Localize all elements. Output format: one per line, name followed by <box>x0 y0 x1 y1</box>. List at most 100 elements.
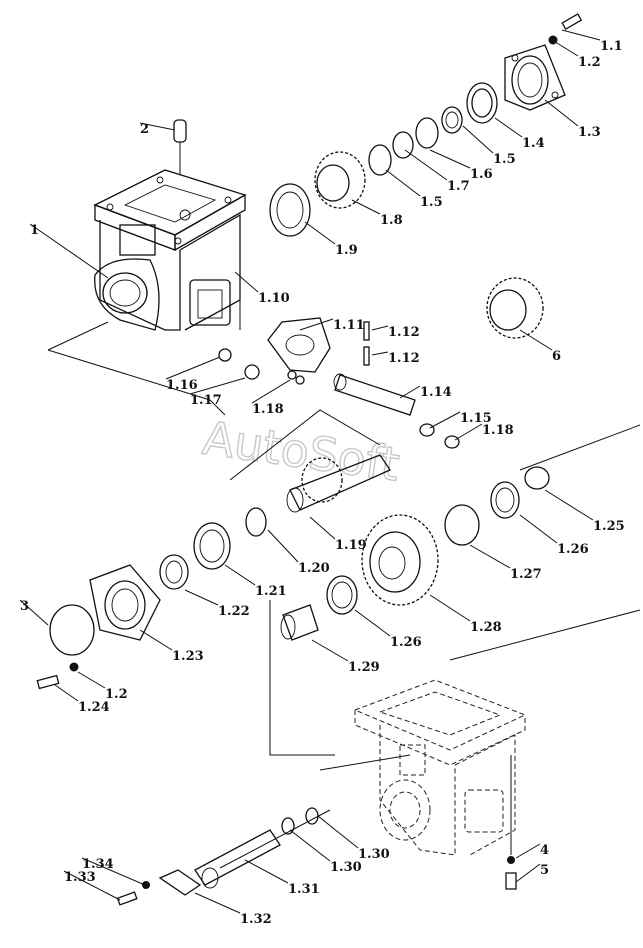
callout-c-1-8: 1.8 <box>380 213 403 228</box>
o-rings <box>281 807 319 835</box>
leader-line-c-1 <box>29 223 109 279</box>
callout-c-1-28: 1.28 <box>470 620 502 635</box>
leader-line-c-1-5b <box>385 169 421 197</box>
callout-c-2: 2 <box>140 122 149 137</box>
leader-line-c-1-7 <box>404 149 448 181</box>
leader-line-c-1-20 <box>267 529 299 563</box>
callout-c-1-10: 1.10 <box>258 291 290 306</box>
leader-line-c-1-33 <box>63 870 121 901</box>
small-fasteners <box>218 348 305 385</box>
leader-line-c-1-32 <box>194 892 241 914</box>
needle-bearing-upper-b <box>368 144 392 176</box>
leader-line-c-1-30b <box>289 829 331 862</box>
leader-line-c-1-31 <box>244 859 289 884</box>
retaining-plate <box>158 869 202 896</box>
callout-c-1-4: 1.4 <box>522 136 545 151</box>
leader-line-c-1-16a <box>165 356 221 380</box>
gearbox-housing-upper <box>93 169 247 331</box>
callout-c-1-32: 1.32 <box>240 912 272 927</box>
spacer-ring-upper <box>441 106 463 134</box>
callout-c-5: 5 <box>540 863 549 878</box>
callout-c-1-1: 1.1 <box>600 39 623 54</box>
callout-c-1-26a: 1.26 <box>557 542 589 557</box>
shift-shaft <box>333 373 416 416</box>
leader-line-c-1-23 <box>139 629 173 651</box>
callout-c-1-23: 1.23 <box>172 649 204 664</box>
leader-line-c-1-8 <box>351 199 381 215</box>
dowel-pin <box>173 119 187 175</box>
spare-gear <box>486 277 544 339</box>
leader-line-c-1-24 <box>54 684 79 702</box>
seal-left <box>159 554 189 590</box>
leader-line-c-1-4 <box>494 117 523 138</box>
callout-c-1-33: 1.33 <box>64 870 96 885</box>
leader-line-c-1-2b <box>77 671 106 689</box>
leader-line-c-1-12a <box>371 325 389 331</box>
callout-c-1-18a: 1.18 <box>252 402 284 417</box>
leader-line-c-5 <box>515 863 541 883</box>
callout-labels: 1.11.21.31.41.51.61.71.51.81.9211.1061.1… <box>19 29 625 927</box>
leader-line-c-1-6 <box>429 149 471 169</box>
callout-c-1-3: 1.3 <box>578 125 601 140</box>
callout-c-1-17: 1.17 <box>190 393 222 408</box>
leader-line-c-1-2a <box>551 39 579 57</box>
large-gear <box>361 514 439 606</box>
leader-line-c-1-3 <box>544 99 579 127</box>
callout-c-1-27: 1.27 <box>510 567 542 582</box>
callout-c-1-14: 1.14 <box>420 385 452 400</box>
needle-bearing-upper-a <box>415 117 439 149</box>
bolt-lower-left <box>116 881 150 906</box>
leader-line-c-1-15 <box>429 411 461 429</box>
bearing-left-large <box>193 522 231 570</box>
gearbox-housing-lower <box>353 679 527 856</box>
callout-c-1-22: 1.22 <box>218 604 250 619</box>
upper-gear <box>314 151 366 209</box>
callout-c-1-21: 1.21 <box>255 584 287 599</box>
washer-left <box>245 507 267 537</box>
spring-pins <box>363 321 370 366</box>
shift-fork <box>267 317 331 373</box>
lower-shaft <box>194 829 281 889</box>
callout-c-1-24: 1.24 <box>78 700 110 715</box>
leader-line-c-1-11 <box>299 318 334 331</box>
leader-line-c-4 <box>515 843 541 859</box>
circlips <box>419 423 460 449</box>
leader-line-c-1-17 <box>189 377 246 395</box>
callout-c-1-30a: 1.30 <box>358 847 390 862</box>
callout-c-6: 6 <box>552 349 561 364</box>
callout-c-1-20: 1.20 <box>298 561 330 576</box>
callout-c-1-25: 1.25 <box>593 519 625 534</box>
washer-upper <box>392 131 414 159</box>
leader-line-c-1-10 <box>234 271 259 293</box>
callout-c-1-15: 1.15 <box>460 411 492 426</box>
input-bolt <box>561 13 583 30</box>
leader-line-c-1-1 <box>561 29 601 41</box>
callout-c-1-9: 1.9 <box>335 243 358 258</box>
leader-line-c-1-12b <box>371 351 389 356</box>
callout-c-1-7: 1.7 <box>447 179 470 194</box>
bolt-lower-right <box>505 755 517 890</box>
gasket <box>49 604 95 656</box>
leader-line-c-6 <box>519 329 553 351</box>
leader-line-c-1-28 <box>429 594 471 622</box>
callout-c-1-18b: 1.18 <box>482 423 514 438</box>
leader-line-c-1-18a <box>251 379 291 404</box>
snap-ring-right <box>444 504 480 546</box>
bolt-left <box>36 662 79 690</box>
callout-c-1-26b: 1.26 <box>390 635 422 650</box>
leader-line-c-1-22 <box>184 589 219 606</box>
bearing-right-upper <box>490 481 520 519</box>
callout-c-1-12a: 1.12 <box>388 325 420 340</box>
leader-line-c-1-21 <box>224 564 256 586</box>
leader-line-c-1-18b <box>454 423 483 441</box>
callout-c-1-6: 1.6 <box>470 167 493 182</box>
nut-right <box>524 466 550 490</box>
callout-c-1-16a: 1.16 <box>166 378 198 393</box>
bearing-lower-right <box>326 575 358 615</box>
callout-c-1-11: 1.11 <box>333 318 365 333</box>
callout-c-1-34: 1.34 <box>82 857 114 872</box>
bearing-cover-flange <box>504 44 566 111</box>
callout-c-1-2b: 1.2 <box>105 687 128 702</box>
